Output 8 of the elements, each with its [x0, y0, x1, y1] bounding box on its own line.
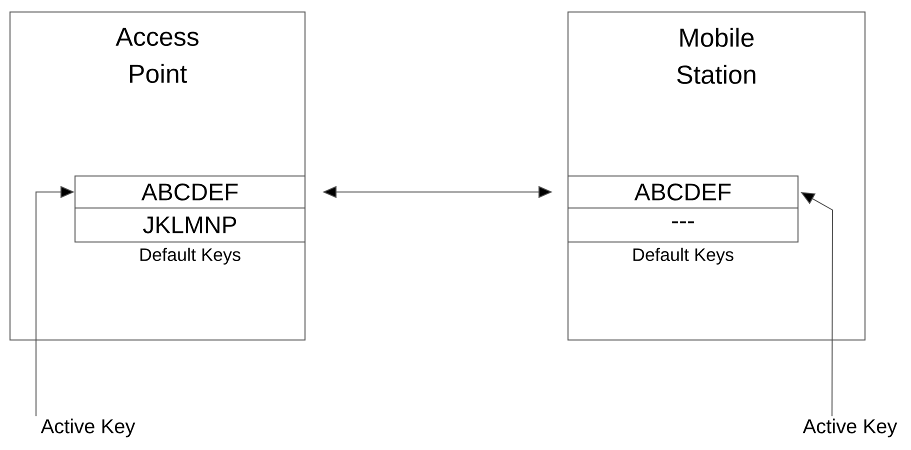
key-slot: ABCDEF [568, 176, 798, 208]
key-slot: --- [568, 208, 798, 242]
key-slot: JKLMNP [74, 208, 306, 242]
node-label: Default Keys [633, 248, 734, 265]
key-slot: ABCDEF [74, 176, 306, 208]
node-label: Default Keys [140, 248, 240, 265]
label-text: Active Key [802, 418, 898, 438]
label-text: Active Key [40, 418, 136, 438]
